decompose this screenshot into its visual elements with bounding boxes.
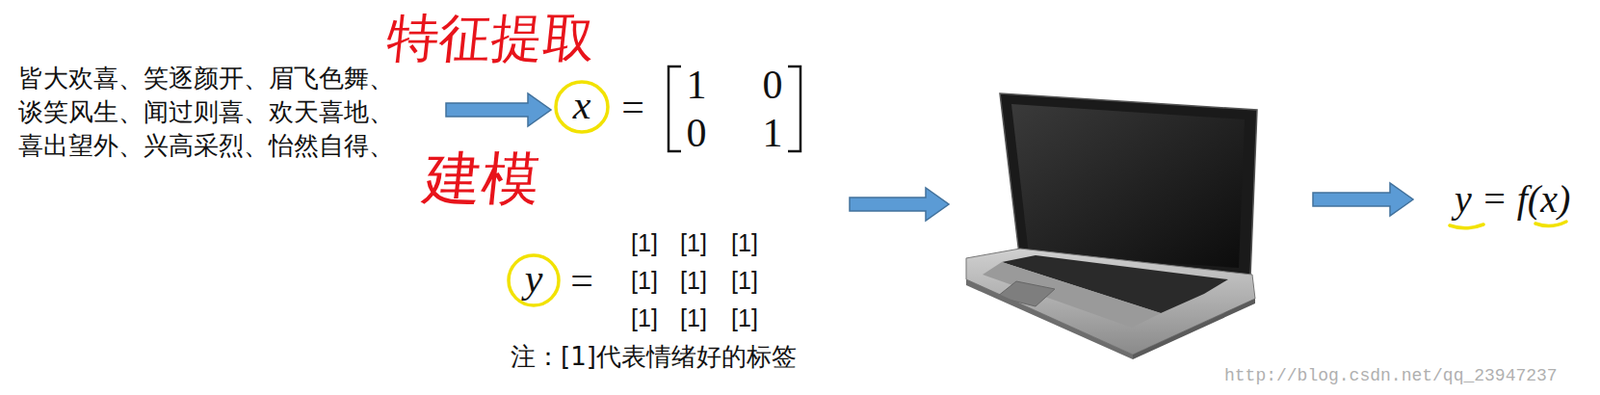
label-cell: [1] (680, 265, 708, 295)
equals-sign: = (621, 82, 645, 132)
circle-outline (508, 255, 559, 306)
matrix-entry: 1 (762, 108, 784, 158)
highlight-underline (1449, 224, 1484, 229)
matrix-entry: 0 (686, 108, 708, 158)
handwritten-note: 建模 (419, 143, 544, 213)
watermark: http://blog.csdn.net/qq_23947237 (1224, 366, 1558, 388)
flow-arrow (1312, 183, 1414, 216)
highlight-underline (1535, 221, 1567, 227)
label-cell: [1] (731, 303, 759, 333)
input-text: 皆大欢喜、笑逐颜开、眉飞色舞、 谈笑风生、闻过则喜、欢天喜地、 喜出望外、兴高采… (18, 61, 399, 163)
matrix-entry: 1 (686, 60, 708, 109)
label-cell: [1] (731, 228, 759, 258)
matrix-bracket (668, 66, 682, 152)
circle-outline (555, 81, 608, 132)
label-cell: [1] (630, 228, 658, 258)
label-cell: [1] (731, 265, 759, 295)
label-cell: [1] (680, 228, 708, 258)
laptop-picture (966, 93, 1258, 360)
note-text: 注：[1]代表情绪好的标签 (510, 341, 797, 372)
highlight-circle: x (554, 80, 609, 133)
highlight-circle: y (507, 254, 560, 307)
variable-symbol: y (524, 258, 544, 299)
handwritten-note: 特征提取 (384, 7, 600, 71)
flow-arrow (445, 93, 551, 127)
flow-arrow (849, 187, 949, 221)
formula: y = f(x) (1454, 176, 1571, 223)
label-cell: [1] (680, 303, 708, 333)
equals-sign: = (570, 256, 594, 305)
matrix-entry: 0 (762, 60, 784, 109)
label-cell: [1] (630, 265, 658, 295)
matrix-bracket (787, 66, 801, 152)
variable-symbol: x (573, 84, 592, 126)
label-cell: [1] (630, 303, 658, 333)
